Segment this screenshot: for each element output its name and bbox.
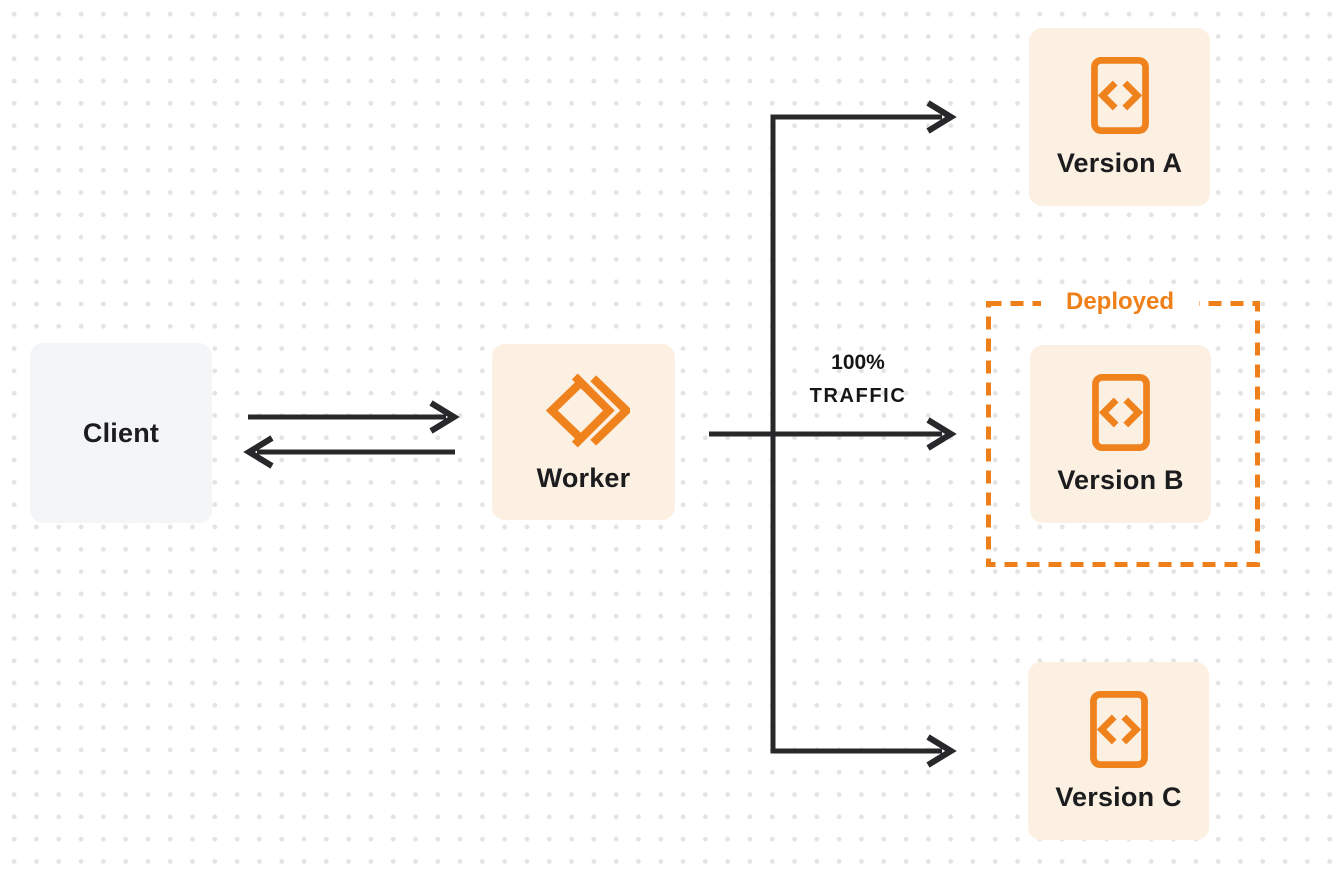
node-version-a: Version A [1029, 28, 1210, 206]
code-file-icon [1091, 373, 1150, 451]
worker-label: Worker [536, 463, 631, 493]
code-file-icon [1090, 56, 1149, 134]
arrowhead-client-to-worker [429, 400, 460, 434]
node-worker: Worker [492, 344, 675, 520]
version-a-label: Version A [1056, 147, 1183, 178]
client-label: Client [82, 417, 160, 448]
arrowhead-version-b [926, 417, 957, 451]
cloudflare-workers-icon [545, 373, 630, 448]
version-c-label: Version C [1055, 781, 1182, 812]
node-client: Client [30, 343, 212, 523]
arrowhead-version-c [926, 734, 957, 768]
code-file-icon [1089, 690, 1148, 768]
traffic-word-label: TRAFFIC [809, 385, 907, 407]
arrowhead-version-a [926, 100, 957, 134]
arrow-branch-to-version-c [770, 432, 942, 754]
node-version-b: Version B [1030, 345, 1211, 523]
traffic-annotation: 100% TRAFFIC [788, 351, 928, 408]
traffic-percent-label: 100% [831, 351, 885, 374]
arrowhead-worker-to-client [243, 435, 274, 469]
node-version-c: Version C [1028, 662, 1209, 840]
version-b-label: Version B [1057, 464, 1184, 495]
deployed-badge: Deployed [1041, 286, 1199, 317]
